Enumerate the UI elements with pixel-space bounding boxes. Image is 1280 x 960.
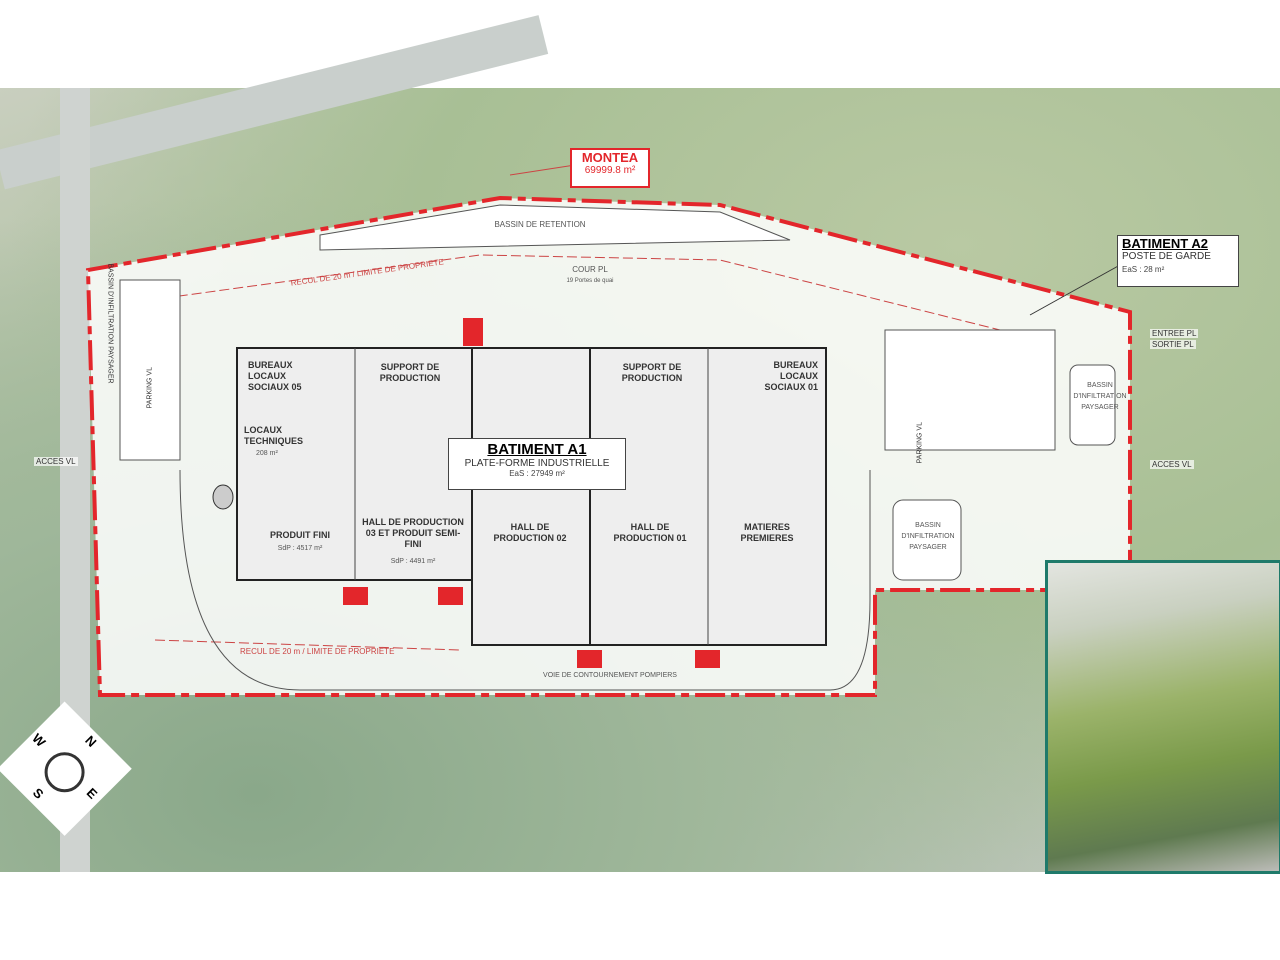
room-support-production: SUPPORT DE PRODUCTION — [379, 362, 441, 383]
bassin-retention-label: BASSIN DE RETENTION — [494, 220, 586, 229]
room-support-production: SUPPORT DE PRODUCTION — [621, 362, 683, 383]
batiment-a2-area: EaS : 28 m² — [1122, 265, 1165, 274]
fire-exit — [343, 587, 368, 605]
compass-e: E — [83, 784, 101, 802]
tank — [212, 484, 234, 510]
building-a1 — [471, 347, 827, 646]
batiment-a1-title: BATIMENT A1 — [487, 441, 587, 458]
room-hall-03: HALL DE PRODUCTION 03 ET PRODUIT SEMI-FI… — [362, 517, 464, 549]
sortie-pl-label: SORTIE PL — [1150, 340, 1196, 349]
compass-w: W — [29, 730, 49, 750]
room-area: SdP : 4491 m² — [390, 558, 436, 565]
recul-line — [149, 254, 1001, 331]
cour-pl-label: COUR PL — [572, 265, 608, 274]
room-hall-02: HALL DE PRODUCTION 02 — [493, 522, 567, 543]
room-bureaux-01: BUREAUX LOCAUX SOCIAUX 01 — [764, 360, 818, 392]
batiment-a1-subtitle: PLATE-FORME INDUSTRIELLE — [464, 458, 610, 469]
room-area: 208 m² — [256, 450, 278, 457]
room-locaux-techniques: LOCAUX TECHNIQUES — [244, 425, 304, 446]
batiment-a2-label: BATIMENT A2 POSTE DE GARDE EaS : 28 m² — [1117, 235, 1239, 287]
acces-vl-label: ACCES VL — [34, 457, 78, 466]
entree-pl-label: ENTREE PL — [1150, 329, 1199, 338]
room-matieres-premieres: MATIERES PREMIERES — [740, 522, 794, 543]
access-road — [179, 469, 871, 691]
room-produit-fini: PRODUIT FINI — [270, 530, 330, 540]
batiment-a1-area: EaS : 27949 m² — [509, 469, 565, 478]
parking-right — [884, 329, 1056, 451]
fire-exit — [438, 587, 463, 605]
fire-exit — [577, 650, 602, 668]
site-area-text: 69999.8 m² — [584, 165, 636, 176]
room-bureaux-05: BUREAUX LOCAUX SOCIAUX 05 — [248, 360, 302, 392]
batiment-a2-title: BATIMENT A2 — [1122, 236, 1208, 251]
compass-n: N — [82, 732, 100, 750]
voie-label: VOIE DE CONTOURNEMENT POMPIERS — [543, 672, 677, 679]
batiment-a2-subtitle: POSTE DE GARDE — [1122, 251, 1211, 262]
bassin-retention-shape — [319, 204, 791, 251]
parking-left — [119, 279, 181, 461]
compass-s: S — [29, 784, 47, 802]
recul-label: RECUL DE 20 m / LIMITE DE PROPRIETE — [240, 647, 395, 656]
site-name: MONTEA — [581, 150, 639, 165]
inset-perspective-photo — [1045, 560, 1280, 874]
fire-exit — [695, 650, 720, 668]
parking-left-label: PARKING VL — [146, 367, 154, 409]
bassin-bottom-label: BASSIN D'INFILTRATION PAYSAGER — [901, 522, 955, 551]
recul-line — [154, 639, 461, 651]
site-label: MONTEA 69999.8 m² — [570, 148, 650, 188]
bassin-right-shape — [1069, 364, 1116, 446]
bassin-left-label: BASSIN D'INFILTRATION PAYSAGER — [106, 263, 114, 384]
guard-post — [463, 318, 483, 346]
bassin-bottom-shape — [892, 499, 962, 581]
room-area: SdP : 4517 m² — [277, 545, 323, 552]
room-hall-01: HALL DE PRODUCTION 01 — [613, 522, 687, 543]
batiment-a1-label: BATIMENT A1 PLATE-FORME INDUSTRIELLE EaS… — [448, 438, 626, 490]
portes-label: 19 Portes de quai — [566, 278, 614, 284]
parking-right-label: PARKING VL — [916, 422, 924, 464]
acces-vl-label: ACCES VL — [1150, 460, 1194, 469]
bassin-right-label: BASSIN D'INFILTRATION PAYSAGER — [1073, 382, 1127, 411]
